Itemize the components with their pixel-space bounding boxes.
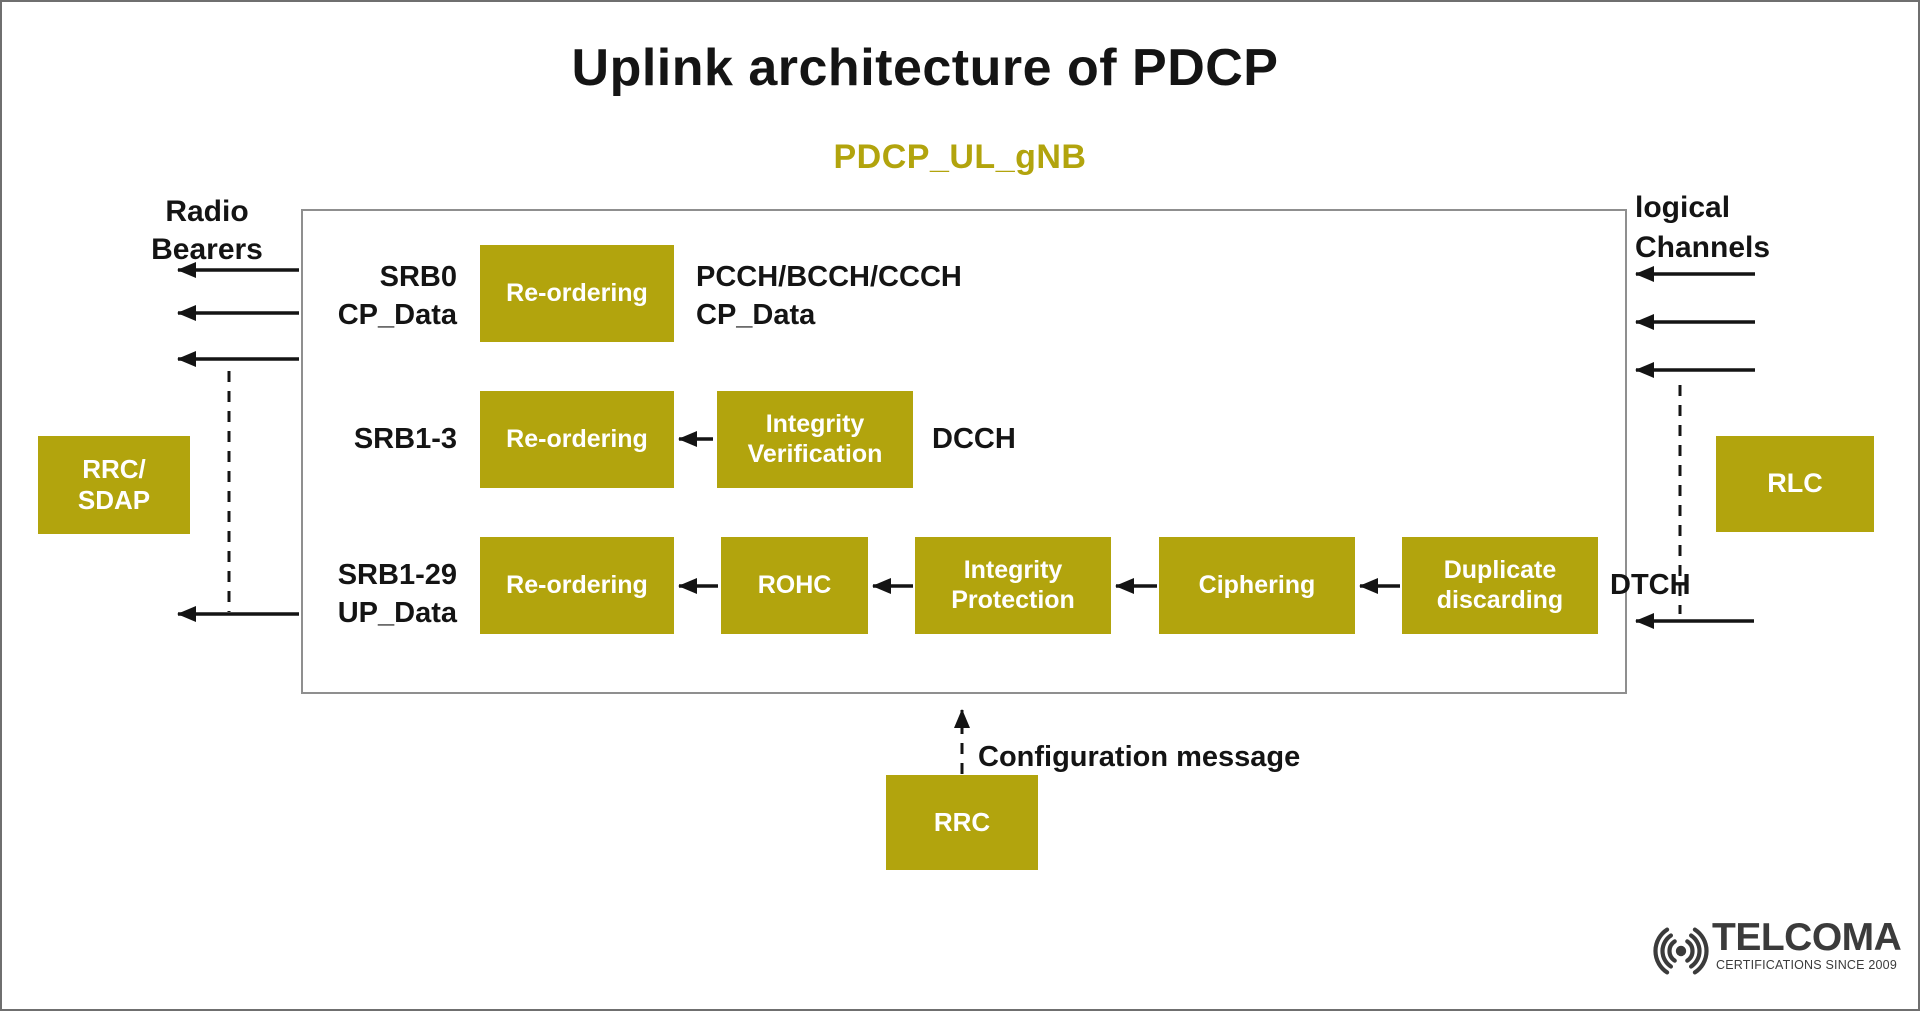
row-srb1-3-label: SRB1-3 [353,423,457,455]
signal-arc [1667,939,1677,963]
signal-arc [1685,939,1695,963]
reordering-label: Re-ordering [506,278,648,307]
signal-arc [1653,927,1670,975]
telcoma-logo: TELCOMA CERTIFICATIONS SINCE 2009 [1642,917,1904,979]
pdcp-container-label: PDCP_UL_gNB [833,138,1087,176]
rrc-sdap-box: RRC/ SDAP [38,436,190,534]
page-title: Uplink architecture of PDCP [571,39,1279,97]
pdcp-container-box [301,209,1627,694]
signal-arc [1688,933,1702,969]
brand-tagline: CERTIFICATIONS SINCE 2009 [1716,958,1897,972]
reordering-label: Re-ordering [506,424,648,453]
integrity-protection-line1: Integrity [963,556,1063,584]
srb0-line1: SRB0 [379,261,457,293]
srb1-29-line1: SRB1-29 [337,559,457,591]
radio-bearers-label: Radio Bearers [112,193,302,269]
radio-bearers-line1: Radio [165,195,249,228]
row-srb0-label: SRB0 CP_Data [282,258,457,334]
integrity-protection-box: Integrity Protection [915,537,1111,634]
reordering-box-srb1-3: Re-ordering [480,391,674,488]
duplicate-discarding-line1: Duplicate [1443,556,1557,584]
srb0-line2: CP_Data [337,299,457,331]
srb1-29-line2: UP_Data [337,597,457,629]
rohc-label: ROHC [757,570,832,599]
configuration-message-label: Configuration message [978,741,1301,773]
rrc-sdap-line2: SDAP [77,485,151,515]
integrity-verification-line2: Verification [747,439,883,468]
pcch-line1: PCCH/BCCH/CCCH [696,261,962,293]
signal-dot [1675,945,1687,957]
logical-channels-label: logical Channels [1635,188,1770,268]
radio-bearers-line2: Bearers [151,233,263,266]
signal-arc [1692,927,1709,975]
rrc-sdap-line1: RRC/ [82,454,146,485]
signal-waves-icon [1653,927,1709,975]
dtch-label: DTCH [1610,569,1691,601]
duplicate-discarding-line2: discarding [1436,585,1564,614]
rlc-box: RLC [1716,436,1874,532]
ciphering-label: Ciphering [1198,570,1316,599]
rrc-label: RRC [933,807,991,838]
reordering-box-srb1-29: Re-ordering [480,537,674,634]
integrity-verification-box: Integrity Verification [717,391,913,488]
brand-name: TELCOMA [1712,916,1902,959]
row-srb1-29-label: SRB1-29 UP_Data [282,556,457,632]
ciphering-box: Ciphering [1159,537,1355,634]
pcch-line2: CP_Data [696,299,816,331]
logical-channels-line2: Channels [1635,231,1771,264]
signal-arc [1660,933,1674,969]
rrc-box: RRC [886,775,1038,870]
integrity-verification-line1: Integrity [765,410,865,438]
integrity-protection-line2: Protection [951,585,1075,614]
logical-channels-line1: logical [1635,191,1731,224]
reordering-label: Re-ordering [506,570,648,599]
rlc-label: RLC [1767,468,1823,499]
duplicate-discarding-box: Duplicate discarding [1402,537,1598,634]
pcch-bcch-ccch-label: PCCH/BCCH/CCCH CP_Data [696,258,962,334]
rohc-box: ROHC [721,537,868,634]
dcch-label: DCCH [932,423,1016,455]
reordering-box-srb0: Re-ordering [480,245,674,342]
